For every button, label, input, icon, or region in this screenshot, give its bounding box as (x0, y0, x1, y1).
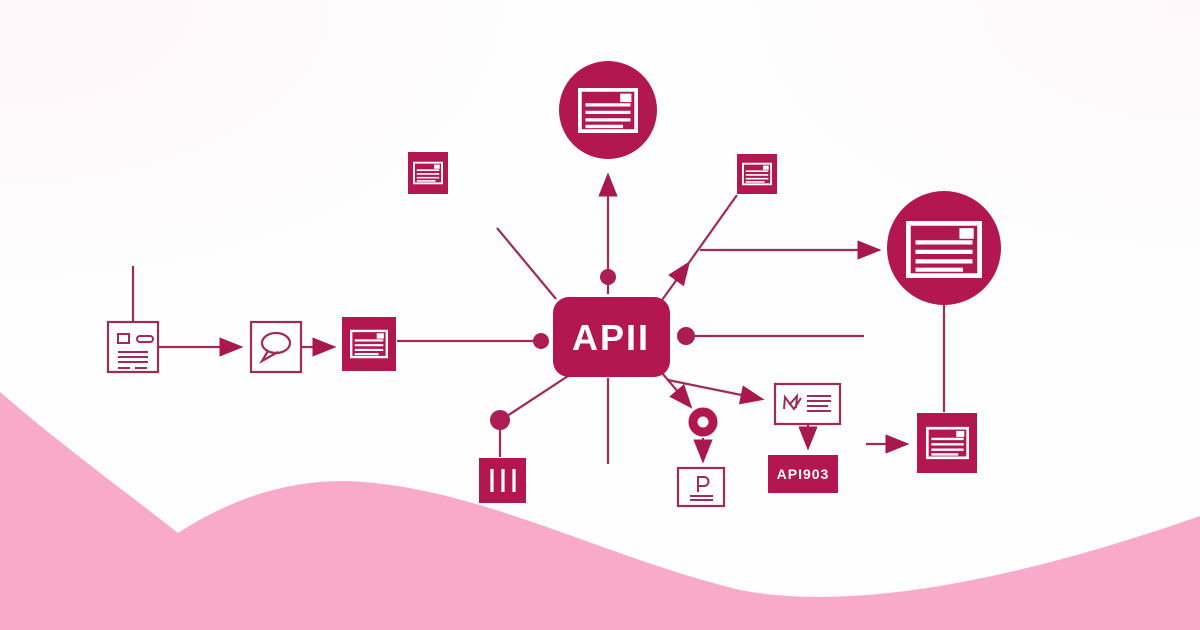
pink-wave-footer (0, 392, 1200, 630)
node-document-small-top-left (408, 152, 448, 194)
node-barcode-square (479, 458, 526, 503)
arrow-hub-upright-1 (661, 261, 691, 301)
node-browser-square-bottom-right (917, 413, 977, 473)
node-ring-connector (688, 407, 718, 437)
line-hub-to-barcode-dot (503, 375, 569, 419)
node-document-small-top-right (737, 154, 777, 194)
api-hub-label: APII (572, 317, 650, 358)
line-hub-to-topleft-square (496, 227, 557, 300)
connector-lines (131, 172, 946, 464)
node-browser-circle-top (559, 61, 657, 159)
node-checklist-box (773, 382, 842, 426)
node-api-hub: APII (553, 297, 670, 377)
document-icon (117, 333, 154, 369)
node-browser-circle-right (887, 191, 1001, 305)
dot-above-hub (600, 269, 616, 285)
dot-barcode-junction (490, 410, 510, 430)
currency-document-icon (690, 476, 713, 501)
dot-right-of-hub (677, 327, 695, 345)
node-api-status-box: API903 (768, 455, 838, 493)
api-status-label: API903 (777, 466, 830, 482)
speech-bubble-icon (258, 331, 292, 364)
node-document-filled-left (342, 317, 396, 371)
arrow-hub-to-checklist (667, 378, 765, 405)
dot-left-of-hub (533, 333, 549, 349)
check-list-icon (783, 393, 831, 412)
connector-dots (490, 269, 695, 430)
line-hub-upright-2 (687, 194, 738, 265)
barcode-icon (490, 469, 516, 492)
arrow-hub-to-ring (661, 372, 693, 409)
node-price-doc-box (676, 466, 726, 508)
node-document-outline-left (106, 320, 160, 374)
node-chat-bubble (249, 320, 303, 374)
